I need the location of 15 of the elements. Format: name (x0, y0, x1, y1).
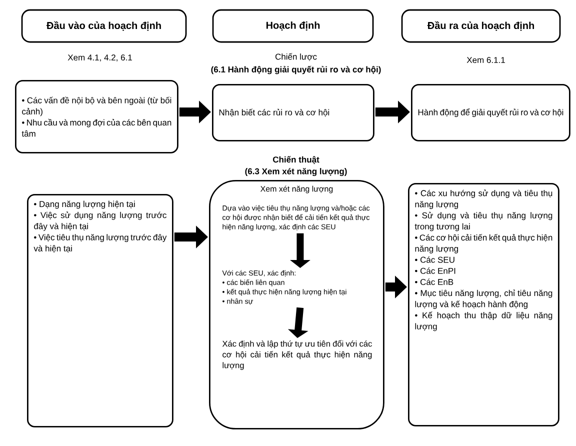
process-box: • Dạng năng lượng hiện tại • Việc sử dụng năng lượng trước đây và hiện tại • Việc tiêu thụ năng lượng trước đây và hiện tại (27, 194, 174, 428)
section-reference: (6.3 Xem xét năng lượng) (245, 168, 347, 176)
header-box: Đầu vào của hoạch định (21, 9, 187, 43)
process-box: • Các xu hướng sử dụng và tiêu thụ năng lượng • Sử dụng và tiêu thụ năng lượng trong tương lai • Các cơ hội cải tiến kết quả thực hiện năng lượng • Các SEU • Các EnPI • Các EnB • Mục tiêu năng lượng, chỉ tiêu năng lượng và kế hoạch hành động • Kế hoạch thu thập dữ liệu năng lượng (408, 183, 560, 426)
section-reference: Xem 6.1.1 (466, 57, 505, 63)
step-text: Xác định và lập thứ tự ưu tiên đối với các cơ hội cải tiến kết quả thực hiện năng lượng (222, 340, 372, 370)
section-reference: Xem 4.1, 4.2, 6.1 (68, 54, 132, 62)
process-box: • Các vấn đề nội bộ và bên ngoài (từ bối cảnh) • Nhu cầu và mong đợi của các bên quan tâm (15, 80, 178, 154)
header-box: Hoạch định (212, 9, 374, 43)
section-reference: Chiến thuật (272, 156, 320, 164)
process-box: Nhận biết các rủi ro và cơ hội (212, 84, 374, 142)
section-reference: (6.1 Hành động giải quyết rủi ro và cơ hội) (211, 66, 381, 74)
header-box: Đầu ra của hoạch định (401, 9, 561, 43)
section-reference: Chiến lược (275, 53, 317, 61)
process-box: Hành động để giải quyết rủi ro và cơ hội (411, 84, 570, 142)
